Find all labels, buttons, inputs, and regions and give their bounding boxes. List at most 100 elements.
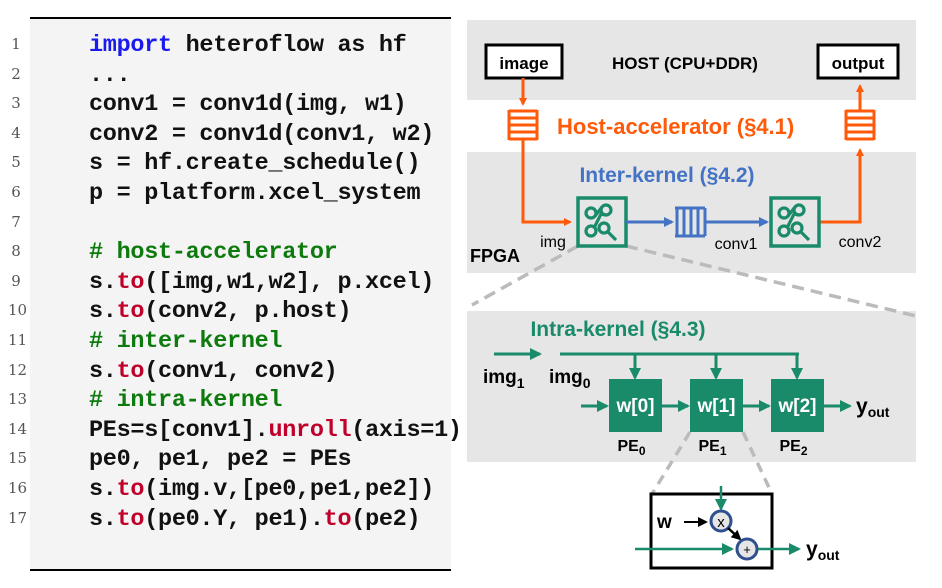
line-number: 13 (8, 390, 28, 409)
code-text: (pe2) (351, 505, 421, 533)
line-number: 1 (11, 35, 21, 53)
line-number: 15 (8, 449, 28, 468)
code-text: s = hf.create_schedule() (89, 150, 421, 178)
pe-name-label: PE2 (779, 438, 807, 458)
multiply-symbol: x (717, 514, 725, 531)
pe-weight-label: w[2] (778, 396, 817, 417)
inter-kernel-label: Inter-kernel (§4.2) (579, 164, 754, 187)
intra-yout-label: yout (856, 395, 890, 420)
code-text: s. (89, 505, 117, 533)
line-number: 10 (8, 301, 28, 320)
code-text: heteroflow as hf (171, 32, 407, 59)
line-number: 16 (8, 479, 28, 497)
code-text: (axis=1) (351, 416, 462, 444)
code-text: PEs=s[conv1]. (89, 416, 269, 444)
code-line: import heteroflow as hf (89, 32, 407, 59)
code-comment: # host-accelerator (89, 239, 338, 267)
fifo-label: conv1 (715, 236, 758, 253)
mul-to-add-arrow (727, 527, 742, 541)
line-number: 4 (11, 123, 21, 142)
code-text: conv1 = conv1d(img, w1) (89, 91, 407, 119)
code-line: p = platform.xcel_system (89, 180, 421, 207)
code-text: (conv2, p.host) (144, 298, 352, 326)
img0-label: img0 (549, 367, 591, 391)
code-listing-panel: import heteroflow as hf...conv1 = conv1d… (30, 17, 462, 571)
detail-yout-label: yout (806, 538, 840, 563)
kernel2-icon (769, 196, 821, 248)
image-box-label: image (499, 54, 548, 73)
code-text: (pe0.Y, pe1). (144, 505, 324, 533)
code-text: s. (89, 357, 117, 385)
pe-2: w[2] PE2 (771, 379, 824, 458)
line-number: 12 (8, 360, 28, 379)
code-text: (img.v,[pe0,pe1,pe2]) (144, 476, 435, 503)
code-text: ... (89, 61, 131, 89)
pe-weight-label: w[1] (697, 396, 736, 417)
code-line: s.to(conv1, conv2) (89, 357, 338, 385)
line-number: 5 (11, 153, 21, 172)
output-box-label: output (832, 54, 885, 73)
pe-zoom-guide-right (741, 431, 774, 495)
zoom-guide-right (625, 244, 917, 318)
code-line: s.to([img,w1,w2], p.xcel) (89, 269, 434, 296)
zoom-guide-left (471, 244, 579, 307)
code-comment: # inter-kernel (89, 328, 283, 355)
pe-box (690, 379, 743, 432)
code-text: s. (89, 298, 117, 326)
host-output-fifo-icon (844, 109, 876, 141)
inter-kernel-fifo-icon (675, 206, 707, 238)
code-method: to (116, 505, 145, 533)
detail-weight-label: w (656, 512, 672, 533)
add-node (735, 537, 759, 561)
img1-label: img1 (483, 367, 525, 391)
line-number: 6 (11, 183, 21, 201)
kernel2-to-fifo-path (819, 148, 864, 224)
code-line: PEs=s[conv1].unroll(axis=1) (89, 417, 462, 444)
output-box (816, 43, 900, 80)
fifo-to-kernel1-path (521, 140, 572, 226)
code-line: ... (89, 61, 131, 89)
code-line: # inter-kernel (89, 328, 283, 355)
host-input-fifo-icon (507, 109, 539, 141)
code-line: # host-accelerator (89, 239, 338, 267)
code-text: (conv1, conv2) (144, 357, 338, 385)
code-text: pe0, pe1, pe2 = PEs (89, 446, 352, 474)
host-accelerator-label: Host-accelerator (§4.1) (557, 114, 794, 139)
kernel2-label: conv2 (839, 234, 882, 251)
line-number: 8 (11, 242, 21, 261)
fpga-label: FPGA (470, 246, 520, 266)
code-line: pe0, pe1, pe2 = PEs (89, 446, 352, 474)
pe-name-label: PE1 (698, 438, 726, 458)
code-method: to (116, 298, 145, 326)
multiply-node (709, 509, 733, 533)
line-number: 14 (8, 419, 28, 438)
kernel1-label: img (540, 234, 566, 251)
pe-box (609, 379, 662, 432)
code-method: to (116, 357, 145, 385)
code-method: to (323, 505, 352, 533)
code-text: s. (89, 476, 117, 503)
line-number: 7 (11, 212, 21, 231)
add-symbol: + (743, 542, 751, 557)
code-line: s = hf.create_schedule() (89, 150, 421, 178)
code-method: to (116, 268, 145, 296)
code-text: s. (89, 268, 117, 296)
code-text: p = platform.xcel_system (89, 180, 421, 207)
code-method: unroll (268, 416, 352, 444)
pe-0: w[0] PE0 (609, 379, 662, 458)
pe-weight-label: w[0] (616, 396, 655, 417)
code-line: # intra-kernel (89, 387, 283, 414)
code-line: conv2 = conv1d(conv1, w2) (89, 121, 434, 148)
line-number: 2 (11, 64, 21, 83)
image-box (484, 43, 564, 80)
code-line: conv1 = conv1d(img, w1) (89, 91, 407, 119)
code-line: s.to(pe0.Y, pe1).to(pe2) (89, 505, 421, 533)
intra-kernel-label: Intra-kernel (§4.3) (530, 318, 705, 341)
kernel1-icon (576, 196, 628, 248)
line-number: 9 (11, 271, 21, 290)
code-method: to (116, 476, 145, 503)
pe-1: w[1] PE1 (690, 379, 743, 458)
pe-name-label: PE0 (617, 438, 645, 458)
code-text: conv2 = conv1d(conv1, w2) (89, 120, 435, 148)
